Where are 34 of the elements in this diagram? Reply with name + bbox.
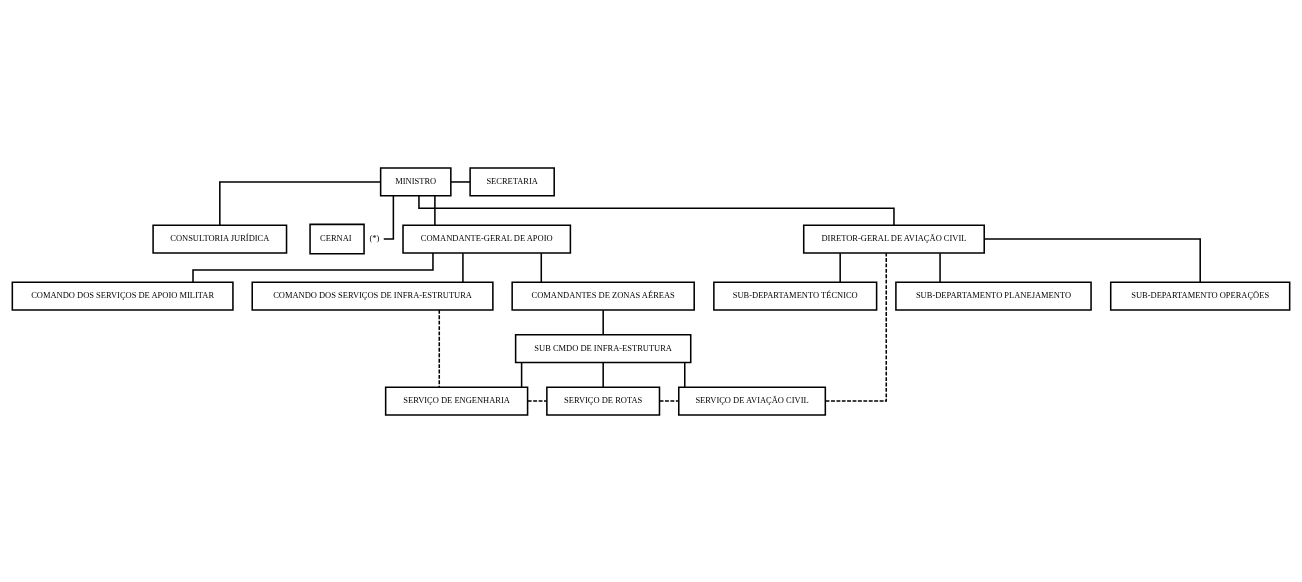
connector — [602, 361, 604, 388]
node-box: DIRETOR-GERAL DE AVIAÇÃO CIVIL — [802, 223, 985, 254]
node-box: SUB-DEPARTAMENTO TÉCNICO — [713, 280, 878, 311]
connector — [434, 194, 436, 226]
connector — [219, 180, 382, 226]
connector — [462, 251, 464, 283]
connector — [824, 251, 888, 402]
node-box: CONSULTORIA JURÍDICA — [152, 223, 288, 254]
node-box: SERVIÇO DE ENGENHARIA — [384, 385, 529, 416]
node-box: SUB-DEPARTAMENTO PLANEJAMENTO — [895, 280, 1092, 311]
connector — [602, 308, 604, 335]
node-box: COMANDANTE-GERAL DE APOIO — [402, 223, 572, 254]
node-label: (*) — [369, 232, 380, 243]
connector — [684, 361, 686, 388]
node-box: SUB-DEPARTAMENTO OPERAÇÕES — [1109, 280, 1291, 311]
connector — [839, 251, 841, 283]
connector — [450, 180, 471, 183]
node-box: SECRETARIA — [469, 166, 555, 197]
connector — [983, 237, 1201, 283]
node-box: COMANDO DOS SERVIÇOS DE APOIO MILITAR — [11, 280, 234, 311]
node-box: COMANDO DOS SERVIÇOS DE INFRA-ESTRUTURA — [251, 280, 494, 311]
node-box: COMANDANTES DE ZONAS AÉREAS — [511, 280, 695, 311]
connector — [192, 251, 434, 283]
connector — [540, 251, 543, 283]
connector — [520, 361, 523, 388]
node-box: SUB CMDO DE INFRA-ESTRUTURA — [514, 333, 692, 363]
node-box: SERVIÇO DE ROTAS — [546, 385, 661, 416]
connector — [527, 399, 548, 402]
node-box: CERNAI — [309, 223, 365, 254]
node-box: SERVIÇO DE AVIAÇÃO CIVIL — [678, 385, 827, 416]
connector — [939, 251, 941, 283]
node-box: MINISTRO — [379, 166, 452, 197]
connector — [658, 399, 680, 402]
connector — [438, 308, 441, 388]
